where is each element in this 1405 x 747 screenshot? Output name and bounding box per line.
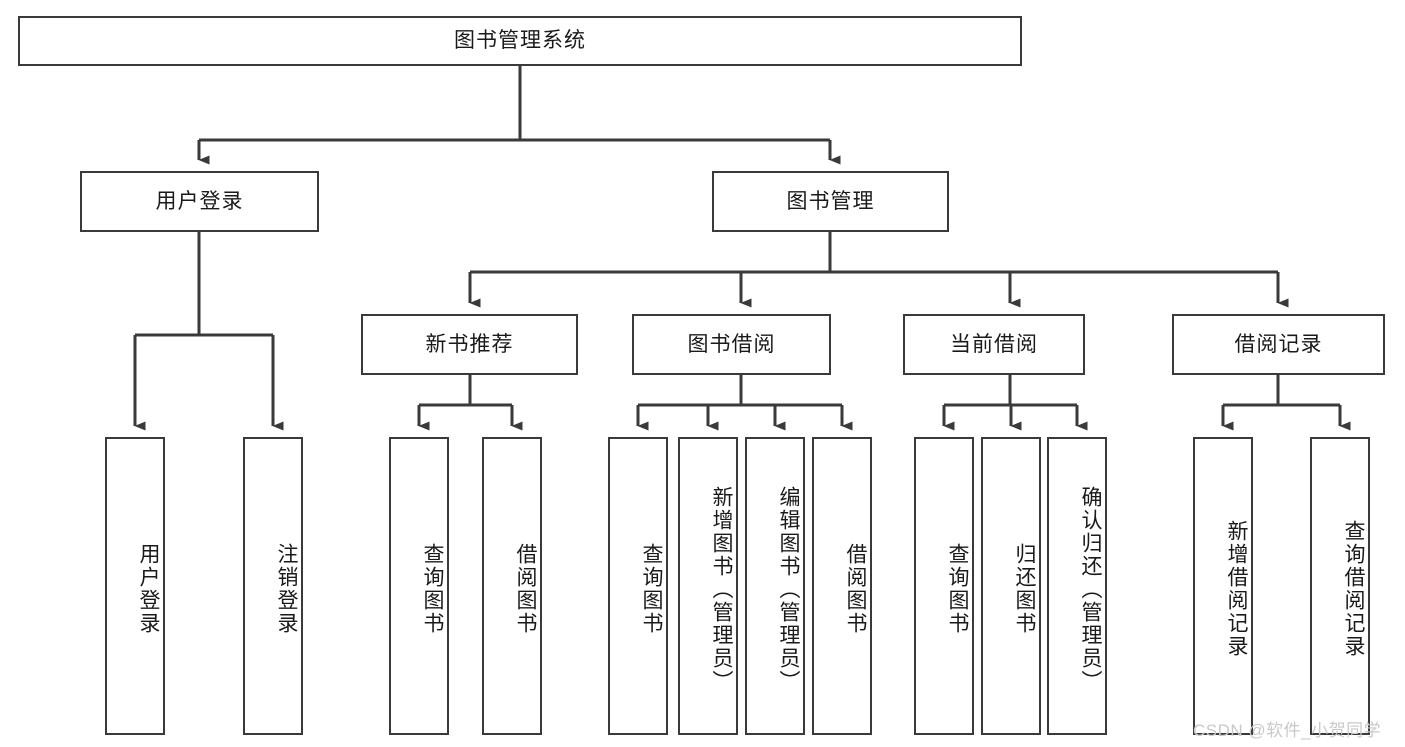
node-leaf-edit-book[interactable]: 编辑图书（管理员） (745, 437, 805, 735)
node-user-login-label: 用户登录 (155, 189, 244, 213)
node-leaf-query-book-2-label: 查询图书 (640, 543, 663, 635)
node-leaf-edit-book-label: 编辑图书（管理员） (777, 485, 800, 693)
node-leaf-user-logout-label: 注销登录 (275, 543, 298, 635)
node-leaf-add-book[interactable]: 新增图书（管理员） (678, 437, 738, 735)
node-book-borrow-label: 图书借阅 (687, 332, 776, 356)
node-current-borrow-label: 当前借阅 (950, 332, 1038, 356)
node-leaf-user-login-label: 用户登录 (137, 543, 160, 635)
node-leaf-user-login[interactable]: 用户登录 (105, 437, 165, 735)
node-leaf-query-record[interactable]: 查询借阅记录 (1310, 437, 1370, 735)
node-book-management-label: 图书管理 (786, 189, 875, 213)
node-leaf-query-book-2[interactable]: 查询图书 (608, 437, 668, 735)
node-leaf-borrow-book-1[interactable]: 借阅图书 (482, 437, 542, 735)
node-book-borrow[interactable]: 图书借阅 (632, 314, 831, 375)
node-leaf-user-logout[interactable]: 注销登录 (243, 437, 303, 735)
node-current-borrow[interactable]: 当前借阅 (903, 314, 1085, 375)
node-leaf-query-record-label: 查询借阅记录 (1342, 520, 1365, 658)
node-leaf-add-record[interactable]: 新增借阅记录 (1193, 437, 1253, 735)
node-new-book-recommend[interactable]: 新书推荐 (361, 314, 578, 375)
node-leaf-query-book-3[interactable]: 查询图书 (914, 437, 974, 735)
node-leaf-return-book[interactable]: 归还图书 (981, 437, 1041, 735)
node-leaf-borrow-book-1-label: 借阅图书 (514, 543, 537, 635)
node-leaf-add-book-label: 新增图书（管理员） (710, 485, 733, 693)
node-leaf-return-book-label: 归还图书 (1013, 543, 1036, 635)
node-book-management[interactable]: 图书管理 (712, 171, 949, 232)
node-leaf-query-book-1[interactable]: 查询图书 (389, 437, 449, 735)
node-leaf-borrow-book-2-label: 借阅图书 (844, 543, 867, 635)
node-new-book-recommend-label: 新书推荐 (425, 332, 514, 356)
node-leaf-confirm-return[interactable]: 确认归还（管理员） (1047, 437, 1107, 735)
node-leaf-confirm-return-label: 确认归还（管理员） (1079, 485, 1102, 693)
node-root-label: 图书管理系统 (454, 29, 586, 53)
node-leaf-add-record-label: 新增借阅记录 (1225, 520, 1248, 658)
csdn-watermark: CSDN @软件_小贺同学 (1193, 721, 1382, 740)
node-leaf-query-book-3-label: 查询图书 (946, 543, 969, 635)
node-borrow-record-label: 借阅记录 (1234, 332, 1323, 356)
node-leaf-query-book-1-label: 查询图书 (421, 543, 444, 635)
node-borrow-record[interactable]: 借阅记录 (1172, 314, 1385, 375)
node-user-login[interactable]: 用户登录 (80, 171, 319, 232)
node-root[interactable]: 图书管理系统 (18, 16, 1022, 66)
node-leaf-borrow-book-2[interactable]: 借阅图书 (812, 437, 872, 735)
